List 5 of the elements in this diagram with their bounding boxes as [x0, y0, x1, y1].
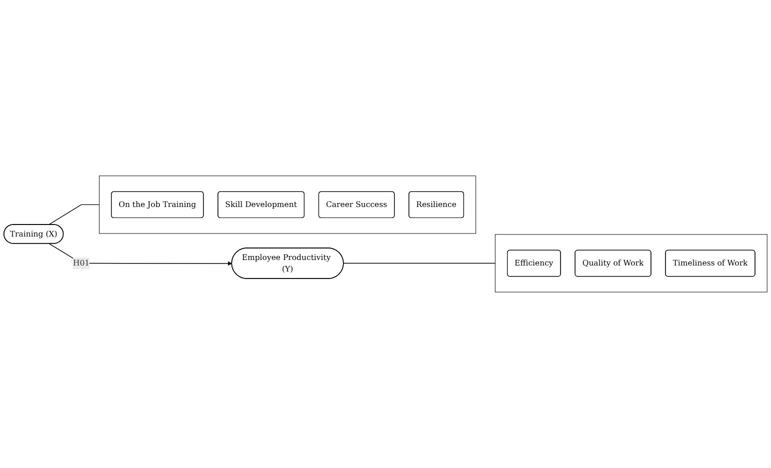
cluster [494, 234, 768, 292]
cluster [99, 176, 476, 234]
arrow [48, 243, 232, 266]
connector [48, 204, 100, 225]
connector [343, 262, 496, 264]
